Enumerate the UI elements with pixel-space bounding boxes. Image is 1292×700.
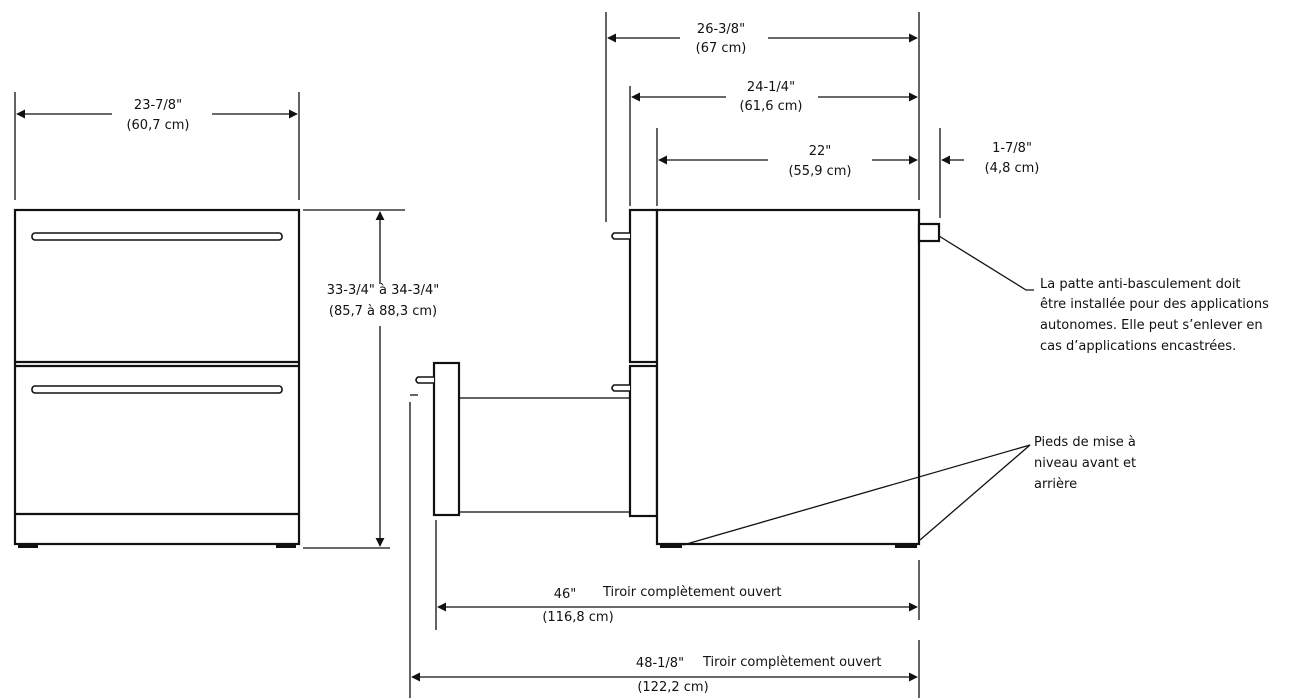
depth-overall-imperial-label: 26-3/8" [697,22,745,37]
anti-tip-line-1: La patte anti-basculement doit [1040,277,1241,292]
anti-tip-bracket [917,222,941,243]
width-metric-label: (60,7 cm) [126,118,189,133]
side-rear-foot [895,544,917,548]
open-46-metric-label: (116,8 cm) [542,610,613,625]
depth-cabinet-dimension: 22" (55,9 cm) [656,128,918,206]
open-48-imperial-label: 48-1/8" [636,656,684,671]
upper-drawer-handle [31,232,283,241]
leveling-legs-callout: Pieds de mise à niveau avant et arrière [682,435,1136,546]
width-dimension: 23-7/8" (60,7 cm) [14,92,300,200]
side-front-foot [660,544,682,548]
height-imperial-label: 33-3/4" à 34-3/4" [327,283,440,298]
width-imperial-label: 23-7/8" [134,98,182,113]
depth-with-front-metric-label: (61,6 cm) [739,99,802,114]
open-48-metric-label: (122,2 cm) [637,680,708,695]
lower-drawer-handle [31,385,283,394]
depth-cabinet-metric-label: (55,9 cm) [788,164,851,179]
height-metric-label: (85,7 à 88,3 cm) [329,304,437,319]
side-view [415,208,941,548]
bracket-metric-label: (4,8 cm) [985,161,1040,176]
open-46-note-label: Tiroir complètement ouvert [602,585,781,600]
open-depth-48-dimension: 48-1/8" Tiroir complètement ouvert (122,… [409,402,920,698]
height-dimension: 33-3/4" à 34-3/4" (85,7 à 88,3 cm) [303,209,440,549]
anti-tip-line-4: cas d’applications encastrées. [1040,339,1236,354]
leveling-line-3: arrière [1034,477,1077,492]
bracket-dimension: 1-7/8" (4,8 cm) [939,128,1040,218]
upper-drawer-handle-side [611,232,630,240]
extended-drawer-handle [415,376,434,384]
leveling-line-2: niveau avant et [1034,456,1136,471]
depth-with-front-dimension: 24-1/4" (61,6 cm) [629,80,918,206]
depth-with-front-imperial-label: 24-1/4" [747,80,795,95]
side-cabinet-outline [655,208,921,546]
depth-overall-metric-label: (67 cm) [696,41,747,56]
depth-overall-dimension: 26-3/8" (67 cm) [605,12,920,222]
front-view [13,208,301,548]
extended-drawer-box [458,397,631,513]
depth-cabinet-imperial-label: 22" [809,144,832,159]
anti-tip-line-2: être installée pour des applications [1040,297,1269,312]
upper-drawer-front-side [628,208,659,364]
anti-tip-line-3: autonomes. Elle peut s’enlever en [1040,318,1263,333]
open-depth-46-dimension: 46" Tiroir complètement ouvert (116,8 cm… [435,520,920,630]
front-cabinet-outline [13,208,301,546]
front-left-foot [18,544,38,548]
open-48-note-label: Tiroir complètement ouvert [702,655,881,670]
leveling-line-1: Pieds de mise à [1034,435,1136,450]
lower-drawer-front-side [628,364,659,518]
open-46-imperial-label: 46" [554,587,577,602]
bracket-imperial-label: 1-7/8" [992,141,1032,156]
anti-tip-callout: La patte anti-basculement doit être inst… [938,235,1269,354]
lower-drawer-handle-side [611,384,630,392]
extended-drawer-front [432,361,461,517]
front-right-foot [276,544,296,548]
